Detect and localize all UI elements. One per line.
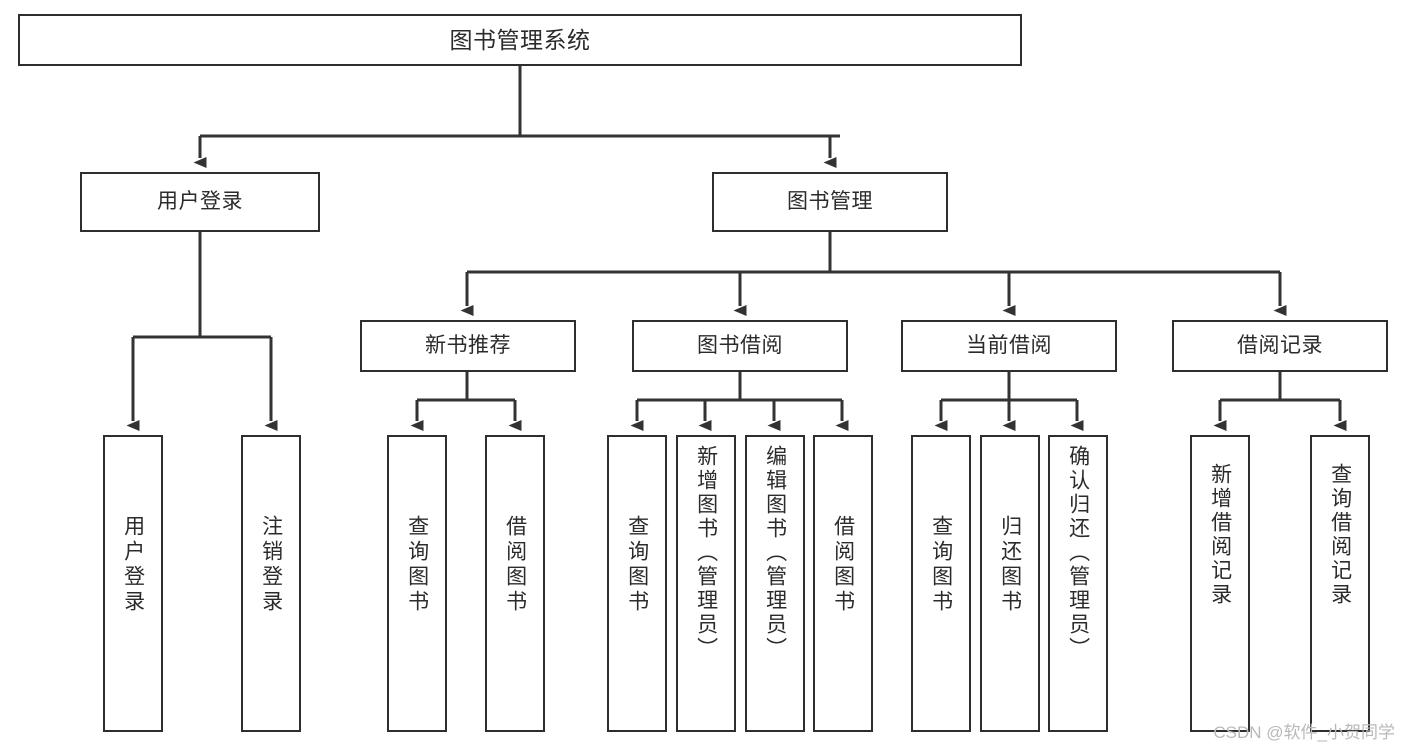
node-user-login[interactable]: 用户登录: [80, 172, 320, 232]
leaf-confirm-return-admin[interactable]: 确认归还（管理员）: [1048, 435, 1108, 732]
leaf-edit-book-admin[interactable]: 编辑图书（管理员）: [745, 435, 805, 732]
node-label: 新增借阅记录: [1208, 463, 1232, 607]
node-label: 查询图书: [929, 515, 953, 615]
node-label: 图书管理系统: [449, 26, 591, 53]
node-label: 图书管理: [787, 189, 873, 213]
node-label: 查询借阅记录: [1328, 463, 1352, 607]
leaf-add-book-admin[interactable]: 新增图书（管理员）: [676, 435, 736, 732]
leaf-user-login[interactable]: 用户登录: [103, 435, 163, 732]
node-label: 借阅图书: [831, 515, 855, 615]
node-borrow-record[interactable]: 借阅记录: [1172, 320, 1388, 372]
node-label: 图书借阅: [697, 333, 783, 357]
leaf-borrow-book-recommend[interactable]: 借阅图书: [485, 435, 545, 732]
node-label: 新书推荐: [425, 333, 511, 357]
csdn-watermark: CSDN @软件_小贺同学: [1213, 723, 1395, 742]
node-label: 注销登录: [259, 515, 283, 615]
node-label: 新增图书（管理员）: [694, 445, 718, 661]
leaf-return-book[interactable]: 归还图书: [980, 435, 1040, 732]
node-label: 用户登录: [121, 515, 145, 615]
node-new-book-recommend[interactable]: 新书推荐: [360, 320, 576, 372]
leaf-query-book-recommend[interactable]: 查询图书: [387, 435, 447, 732]
node-book-management[interactable]: 图书管理: [712, 172, 948, 232]
node-root-book-management-system[interactable]: 图书管理系统: [18, 14, 1022, 66]
node-label: 归还图书: [998, 515, 1022, 615]
leaf-add-borrow-record[interactable]: 新增借阅记录: [1190, 435, 1250, 732]
node-label: 确认归还（管理员）: [1066, 445, 1090, 661]
node-label: 当前借阅: [966, 333, 1052, 357]
node-label: 查询图书: [625, 515, 649, 615]
leaf-query-book-borrow[interactable]: 查询图书: [607, 435, 667, 732]
node-label: 用户登录: [157, 189, 243, 213]
node-label: 借阅图书: [503, 515, 527, 615]
node-current-borrow[interactable]: 当前借阅: [901, 320, 1117, 372]
leaf-borrow-book[interactable]: 借阅图书: [813, 435, 873, 732]
leaf-query-borrow-record[interactable]: 查询借阅记录: [1310, 435, 1370, 732]
node-label: 编辑图书（管理员）: [763, 445, 787, 661]
leaf-user-logout[interactable]: 注销登录: [241, 435, 301, 732]
leaf-query-book-current[interactable]: 查询图书: [911, 435, 971, 732]
node-label: 借阅记录: [1237, 333, 1323, 357]
node-label: 查询图书: [405, 515, 429, 615]
node-book-borrow[interactable]: 图书借阅: [632, 320, 848, 372]
